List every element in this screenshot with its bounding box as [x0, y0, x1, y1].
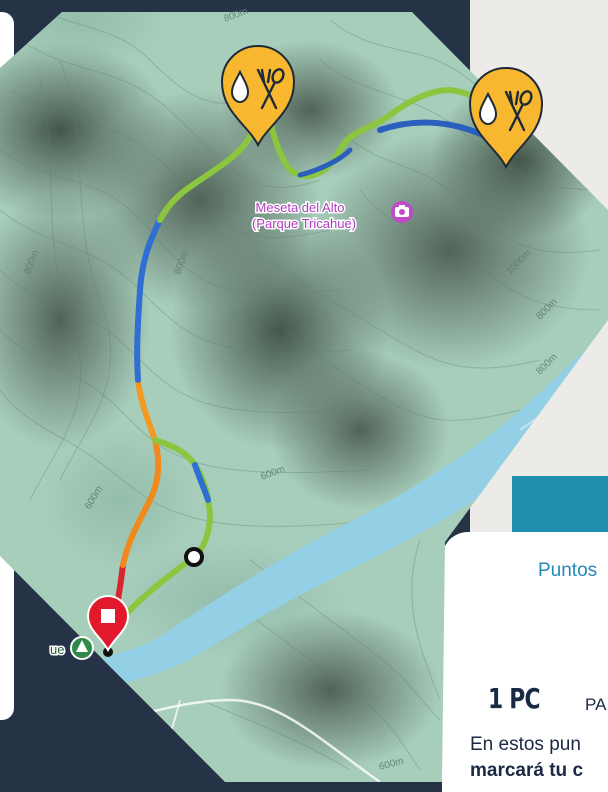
description-text-bold: marcará tu c [470, 760, 584, 781]
start-marker[interactable] [86, 594, 130, 657]
place-label: ue [50, 642, 64, 657]
stop-square-icon [101, 609, 115, 623]
waypoint-marker[interactable] [184, 547, 204, 567]
water-food-marker[interactable] [468, 66, 544, 170]
tree-icon [76, 640, 88, 652]
camera-icon [391, 201, 413, 223]
poi-name: Meseta del Alto [256, 200, 345, 215]
poi-name: (Parque Tricahue) [252, 216, 356, 231]
poi-meseta-del-alto[interactable]: Meseta del Alto (Parque Tricahue) [250, 199, 413, 233]
description-text: En estos pun [470, 734, 581, 755]
water-drop-icon [478, 91, 498, 126]
circle-icon [184, 547, 204, 567]
info-card [442, 532, 608, 792]
fork-spoon-icon [256, 68, 285, 110]
pc-label: PA [585, 695, 607, 714]
pc-count: 1 PC [488, 682, 541, 715]
park-marker[interactable]: ue [49, 636, 94, 660]
water-food-marker[interactable] [220, 44, 296, 148]
points-title: Puntos [538, 560, 598, 581]
fork-spoon-icon [504, 90, 533, 132]
water-drop-icon [230, 69, 250, 104]
